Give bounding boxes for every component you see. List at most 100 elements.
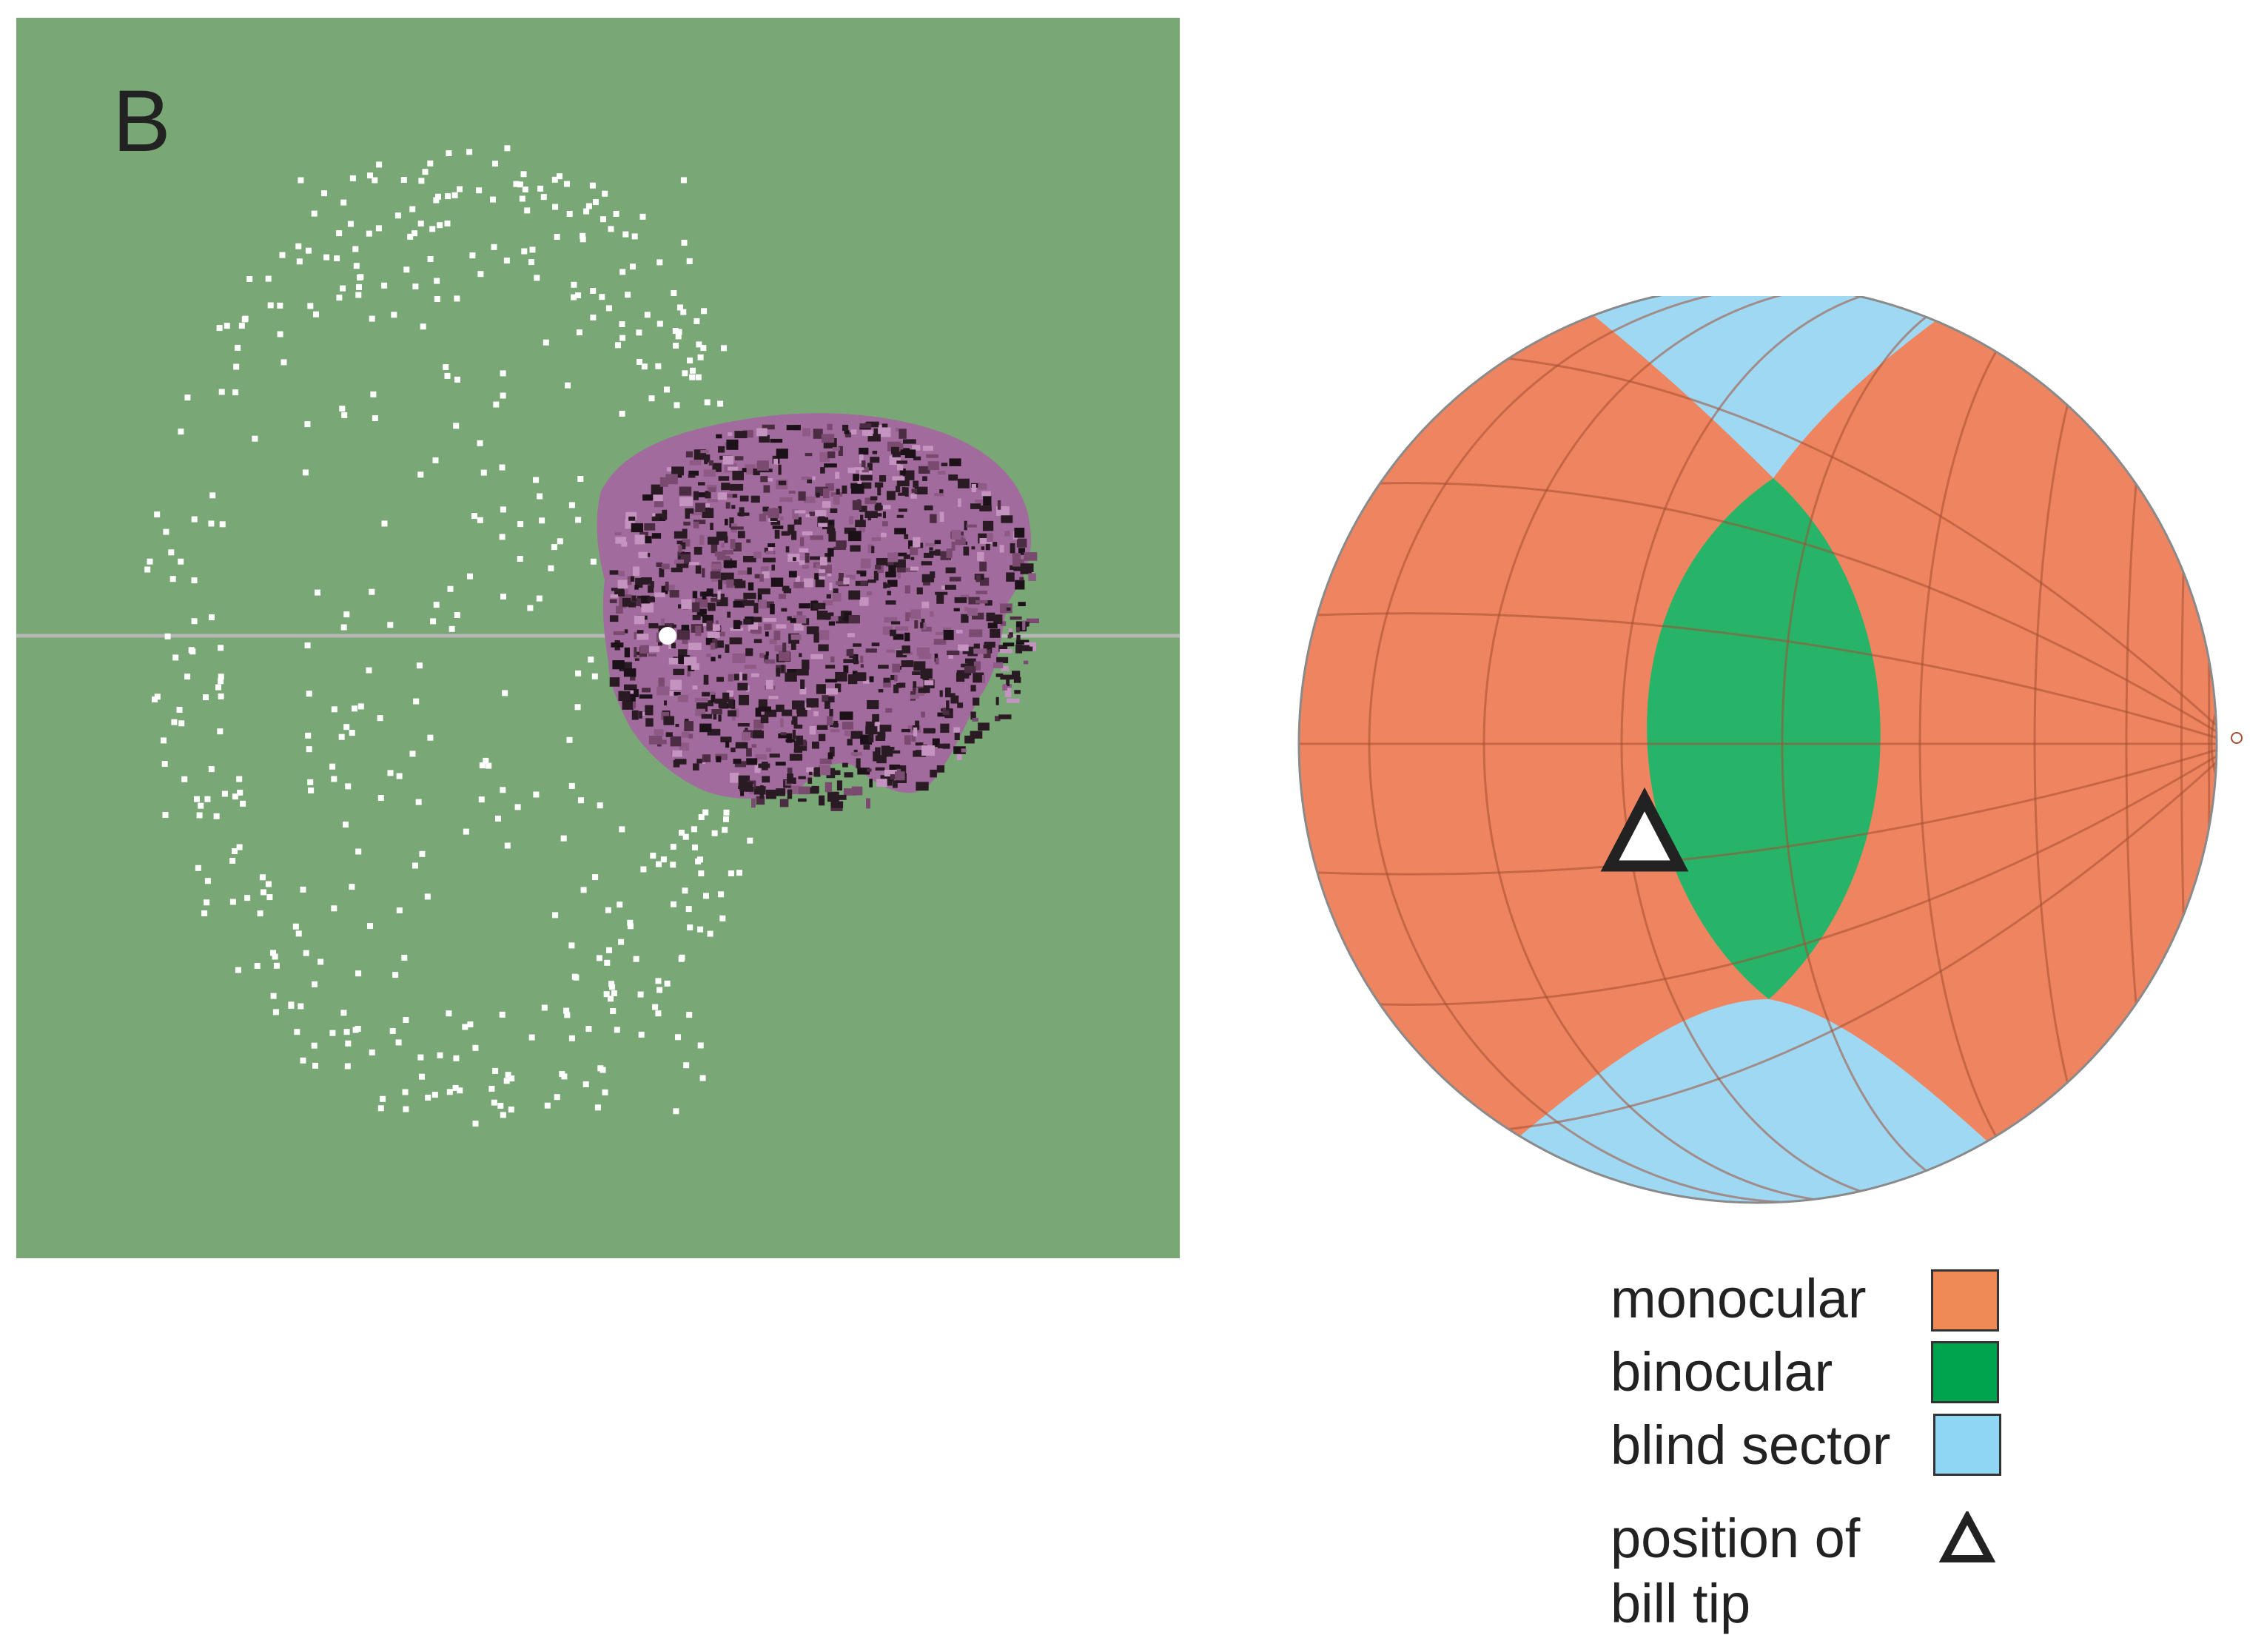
projected-point	[690, 367, 696, 374]
head-texture-speck	[881, 423, 888, 428]
head-texture-speck	[802, 565, 809, 569]
projected-point	[560, 835, 567, 842]
head-texture-speck	[850, 731, 863, 739]
projected-point	[241, 316, 248, 323]
projected-point	[617, 901, 623, 908]
legend-swatch-binocular	[1931, 1341, 1999, 1403]
projected-point	[429, 226, 436, 232]
head-texture-speck	[930, 611, 934, 617]
head-texture-speck	[616, 605, 623, 614]
head-texture-speck	[770, 604, 775, 614]
head-texture-speck	[618, 571, 625, 577]
head-texture-speck	[873, 751, 879, 762]
head-texture-speck	[967, 662, 979, 670]
projected-point	[604, 959, 611, 966]
head-texture-speck	[936, 765, 945, 773]
head-texture-speck	[964, 606, 968, 611]
head-texture-speck	[852, 655, 856, 663]
projected-point	[357, 703, 364, 710]
projected-point	[463, 828, 469, 835]
projected-point	[340, 1010, 347, 1016]
projected-point	[349, 175, 356, 181]
head-texture-speck	[765, 551, 774, 554]
projected-point	[681, 239, 688, 246]
head-texture-speck	[710, 571, 721, 579]
head-texture-speck	[835, 471, 840, 479]
head-texture-speck	[678, 649, 688, 656]
head-texture-speck	[828, 621, 835, 626]
head-texture-speck	[836, 488, 840, 495]
head-texture-speck	[609, 570, 619, 575]
projected-point	[611, 990, 617, 996]
panel-letter: B	[112, 73, 171, 170]
head-texture-speck	[826, 594, 831, 599]
head-texture-speck	[754, 762, 761, 773]
head-texture-speck	[847, 633, 856, 637]
projected-point	[592, 874, 599, 881]
head-texture-speck	[726, 439, 739, 450]
head-texture-speck	[680, 542, 686, 550]
head-texture-speck	[971, 546, 975, 550]
projected-point	[590, 558, 597, 565]
projected-point	[312, 1062, 318, 1069]
projected-point	[313, 311, 319, 318]
projected-point	[218, 674, 224, 680]
head-texture-speck	[685, 508, 694, 514]
head-texture-speck	[768, 508, 780, 519]
bird-head-image	[597, 413, 1040, 811]
projected-point	[597, 802, 603, 809]
head-texture-speck	[737, 531, 745, 539]
head-texture-speck	[1006, 679, 1010, 687]
projected-point	[147, 558, 153, 565]
projected-point	[650, 853, 656, 859]
head-texture-speck	[796, 668, 809, 676]
legend-label-blind-sector: blind sector	[1611, 1414, 1891, 1476]
projected-point	[502, 690, 508, 696]
projected-point	[164, 633, 171, 639]
projected-point	[660, 856, 667, 863]
head-texture-speck	[634, 647, 637, 657]
head-texture-speck	[780, 516, 784, 520]
head-texture-speck	[810, 556, 821, 560]
head-texture-speck	[824, 782, 833, 793]
projected-point	[236, 844, 243, 850]
projected-point	[233, 363, 240, 370]
head-texture-speck	[812, 602, 826, 610]
head-texture-speck	[922, 674, 929, 680]
projected-point	[387, 622, 394, 628]
head-texture-speck	[970, 711, 976, 720]
projected-point	[343, 822, 349, 828]
projected-point	[676, 329, 682, 335]
projected-point	[575, 670, 582, 676]
projected-point	[304, 421, 311, 428]
projected-point	[479, 762, 486, 769]
head-texture-speck	[796, 735, 803, 745]
head-texture-speck	[819, 630, 830, 640]
head-texture-speck	[645, 705, 654, 716]
projected-point	[673, 1108, 679, 1115]
head-texture-speck	[803, 665, 807, 673]
head-texture-speck	[672, 750, 682, 757]
head-texture-speck	[965, 658, 976, 664]
head-texture-speck	[798, 491, 806, 501]
head-texture-speck	[765, 631, 769, 637]
projected-point	[557, 538, 563, 545]
projected-point	[493, 401, 500, 408]
head-texture-speck	[763, 485, 770, 493]
bill-tip-marker	[1600, 787, 1689, 872]
head-texture-speck	[776, 705, 785, 712]
projected-point	[565, 382, 571, 389]
head-texture-speck	[677, 694, 688, 702]
projected-point	[529, 246, 536, 253]
head-texture-speck	[802, 428, 810, 437]
projected-point	[195, 864, 201, 871]
head-texture-speck	[859, 423, 872, 429]
head-texture-speck	[746, 748, 752, 757]
projected-point	[672, 328, 679, 335]
projected-point	[377, 795, 384, 801]
head-texture-speck	[732, 494, 737, 498]
projected-point	[434, 278, 440, 284]
head-texture-speck	[711, 693, 716, 702]
projected-point	[476, 187, 483, 194]
head-texture-speck	[845, 574, 856, 580]
